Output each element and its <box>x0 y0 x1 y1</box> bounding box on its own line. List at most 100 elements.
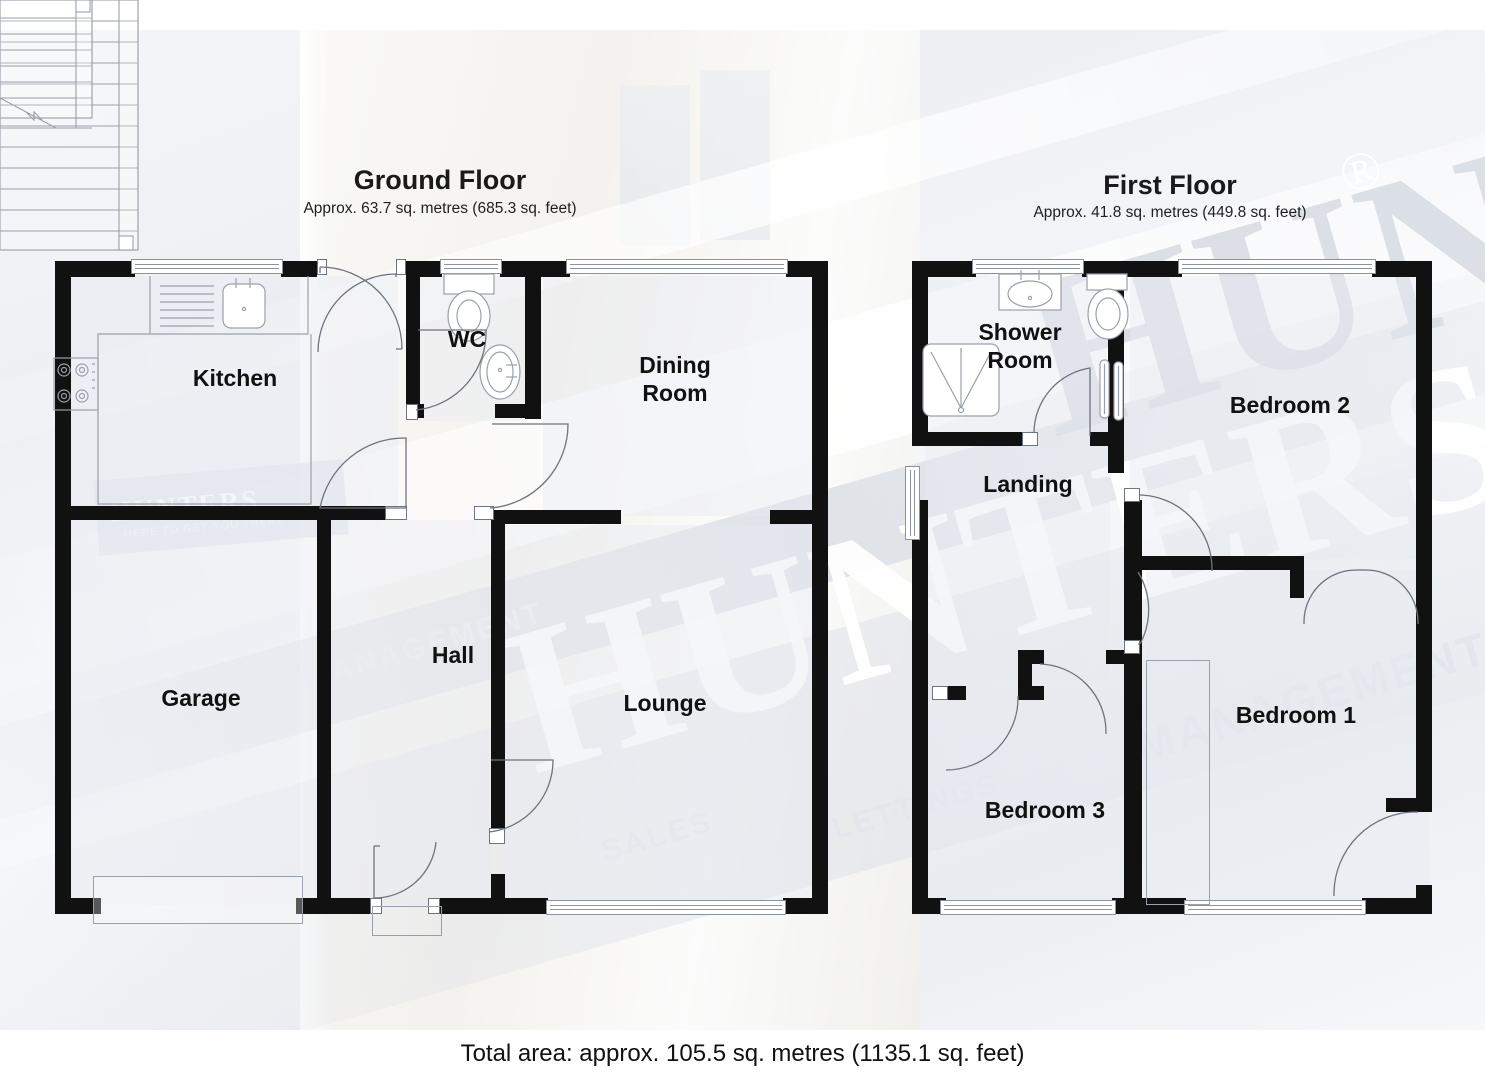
door-jamb <box>385 506 407 520</box>
bedroom2-floor-area <box>1130 276 1430 559</box>
exterior-wall-top <box>281 261 317 277</box>
exterior-wall-top <box>912 261 976 277</box>
interior-wall-kitchen-garage <box>55 506 345 520</box>
interior-wall-bedroom1-door-reveal <box>1386 798 1432 812</box>
interior-wall-bedroom2-left <box>1124 500 1142 568</box>
exterior-wall-top <box>55 261 135 277</box>
first-floor-title: First Floor <box>1103 170 1237 200</box>
door-wc <box>415 329 487 411</box>
door-jamb <box>396 259 406 275</box>
interior-wall-dining-lounge <box>491 510 621 524</box>
door-bedroom1 <box>1137 571 1150 645</box>
door-bedroom3 <box>945 696 1019 771</box>
room-label-landing: Landing <box>983 471 1073 497</box>
room-label-dining-room-line2: Room <box>642 380 708 406</box>
window-kitchen <box>131 259 283 274</box>
interior-wall-kitchen-hall <box>345 506 385 520</box>
window-landing <box>905 466 920 540</box>
first-floor-plan: Shower Room Bedroom 2 Landing Bedroom 3 … <box>0 0 1432 915</box>
interior-wall-shower-room-bottom <box>912 432 1022 446</box>
exterior-wall-left <box>55 261 71 914</box>
window-bedroom2 <box>1178 259 1376 274</box>
wardrobe-double-doors-bedroom1 <box>1303 569 1419 624</box>
interior-wall-bedroom3-top-right <box>1018 650 1044 664</box>
interior-wall-wc-bottom-right <box>495 404 541 418</box>
door-jamb <box>1124 488 1140 502</box>
interior-wall-wardrobe-right <box>1418 586 1432 600</box>
door-shower-room <box>1033 367 1091 436</box>
window-bedroom1 <box>1184 900 1366 915</box>
door-landing-cupboard <box>1039 663 1107 734</box>
interior-wall-hall-lounge-lower <box>491 874 505 904</box>
window-lounge <box>546 900 786 915</box>
first-floor-subtitle: Approx. 41.8 sq. metres (449.8 sq. feet) <box>1033 204 1307 221</box>
exterior-wall-left <box>912 500 928 914</box>
front-door-step <box>372 906 442 936</box>
interior-wall-dining-lounge-right <box>770 510 828 524</box>
ground-floor-plan: Kitchen WC Dining Room Garage Hall Loung… <box>0 0 828 936</box>
garage-door <box>93 876 303 924</box>
bedroom3-floor-area <box>925 690 1135 905</box>
ground-floor-subtitle: Approx. 63.7 sq. metres (685.3 sq. feet) <box>303 200 577 217</box>
exterior-wall-right <box>812 261 828 914</box>
room-label-shower-room-line1: Shower <box>978 319 1062 345</box>
exterior-wall-bottom <box>1362 898 1432 914</box>
hall-staircase <box>0 0 139 251</box>
door-jamb <box>406 404 418 420</box>
room-label-hall: Hall <box>431 642 475 668</box>
wc-fixtures <box>443 273 521 400</box>
shower-room-fixtures <box>922 270 1129 417</box>
door-jamb <box>474 506 494 520</box>
exterior-wall-bottom <box>912 898 946 914</box>
total-area-text: Total area: approx. 105.5 sq. metres (11… <box>460 1040 1025 1067</box>
door-kitchen-hall <box>319 437 407 509</box>
interior-wall-bedroom1-corner <box>1146 556 1160 570</box>
bedroom1-floor-area <box>1146 570 1430 905</box>
room-label-dining-room-line1: Dining <box>639 352 711 378</box>
interior-wall-wardrobe-left <box>1290 556 1304 598</box>
door-kitchen-external <box>317 273 397 353</box>
door-bedroom1-secondary <box>1333 811 1418 896</box>
exterior-wall-bottom <box>438 898 548 914</box>
door-hall-lounge <box>488 759 554 833</box>
exterior-wall-top <box>1082 261 1182 277</box>
room-label-lounge: Lounge <box>623 690 707 716</box>
interior-wall-shower-room-bottom-right <box>1090 432 1124 446</box>
landing-staircase <box>0 0 93 129</box>
door-dining-hall <box>489 423 569 509</box>
exterior-wall-bottom <box>783 898 828 914</box>
radiator-bedroom2 <box>1113 361 1124 421</box>
door-kitchen-external-leaf <box>319 266 403 350</box>
door-jamb <box>1022 432 1038 446</box>
lounge-floor-area <box>505 525 813 905</box>
built-in-wardrobe-bedroom1 <box>1146 660 1210 905</box>
ground-floor-title: Ground Floor <box>353 165 527 195</box>
interior-wall-bedroom3-top-stub <box>1018 686 1044 700</box>
door-front-entrance <box>373 841 437 899</box>
interior-wall-wc-right <box>525 261 541 419</box>
window-bedroom3 <box>940 900 1116 915</box>
exterior-wall-bottom <box>296 898 374 914</box>
exterior-wall-right <box>1416 261 1432 801</box>
radiator-shower-room <box>1099 359 1110 419</box>
door-bedroom2 <box>1139 494 1213 571</box>
dining-room-floor-area <box>543 276 813 516</box>
hall-floor-area <box>330 520 490 905</box>
landing-floor-area <box>925 446 1110 681</box>
garage-floor-area <box>68 520 318 905</box>
room-label-bedroom1: Bedroom 1 <box>1235 702 1357 728</box>
interior-wall-bedroom2-bottom <box>1124 556 1304 570</box>
door-jamb <box>932 686 948 700</box>
door-jamb <box>1124 640 1140 654</box>
room-label-bedroom2: Bedroom 2 <box>1229 392 1351 418</box>
interior-wall-hall-lounge <box>491 510 505 832</box>
room-label-bedroom3: Bedroom 3 <box>984 797 1106 823</box>
room-label-kitchen: Kitchen <box>192 365 278 391</box>
room-label-garage: Garage <box>161 685 241 711</box>
interior-wall-garage-hall <box>317 506 331 906</box>
exterior-wall-bottom <box>55 898 101 914</box>
kitchen-fixtures <box>53 276 312 505</box>
room-label-shower-room-line2: Room <box>987 347 1053 373</box>
room-label-wc: WC <box>447 326 487 352</box>
